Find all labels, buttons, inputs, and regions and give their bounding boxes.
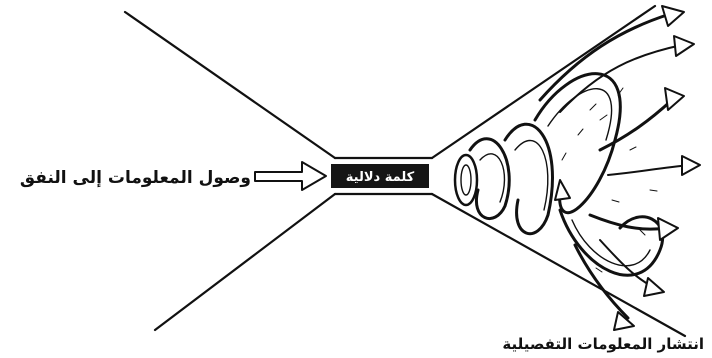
input-arrow-icon bbox=[255, 162, 326, 190]
loop-two-inner bbox=[480, 154, 504, 202]
stream-down bbox=[575, 245, 628, 318]
right-lower-wall bbox=[432, 194, 685, 336]
swirl-lower bbox=[560, 210, 663, 275]
input-label: وصول المعلومات إلى النفق bbox=[20, 168, 251, 188]
left-lower-wall bbox=[155, 194, 335, 330]
arrowhead-right bbox=[682, 156, 700, 175]
stream-top bbox=[540, 14, 670, 100]
tunnel-label: كلمة دلالية bbox=[346, 170, 415, 185]
stream-mid-two bbox=[608, 165, 690, 175]
arrowhead-lower-right bbox=[658, 218, 678, 240]
arrowhead-top bbox=[662, 6, 684, 26]
arrowhead-mid-right bbox=[665, 88, 684, 110]
small-loop-inner bbox=[461, 165, 471, 195]
arrowheads bbox=[555, 6, 700, 330]
tunnel-keyword-box: كلمة دلالية bbox=[331, 164, 429, 188]
arrowhead-down-right bbox=[644, 278, 664, 296]
output-label: انتشار المعلومات التفصيلية bbox=[502, 335, 704, 353]
left-upper-wall bbox=[125, 12, 335, 158]
stream-mid bbox=[600, 100, 672, 150]
small-loop bbox=[455, 155, 477, 205]
loop-three-inner bbox=[515, 140, 548, 210]
arrowhead-upper-right bbox=[674, 36, 694, 56]
arrowhead-left-up bbox=[555, 180, 570, 200]
